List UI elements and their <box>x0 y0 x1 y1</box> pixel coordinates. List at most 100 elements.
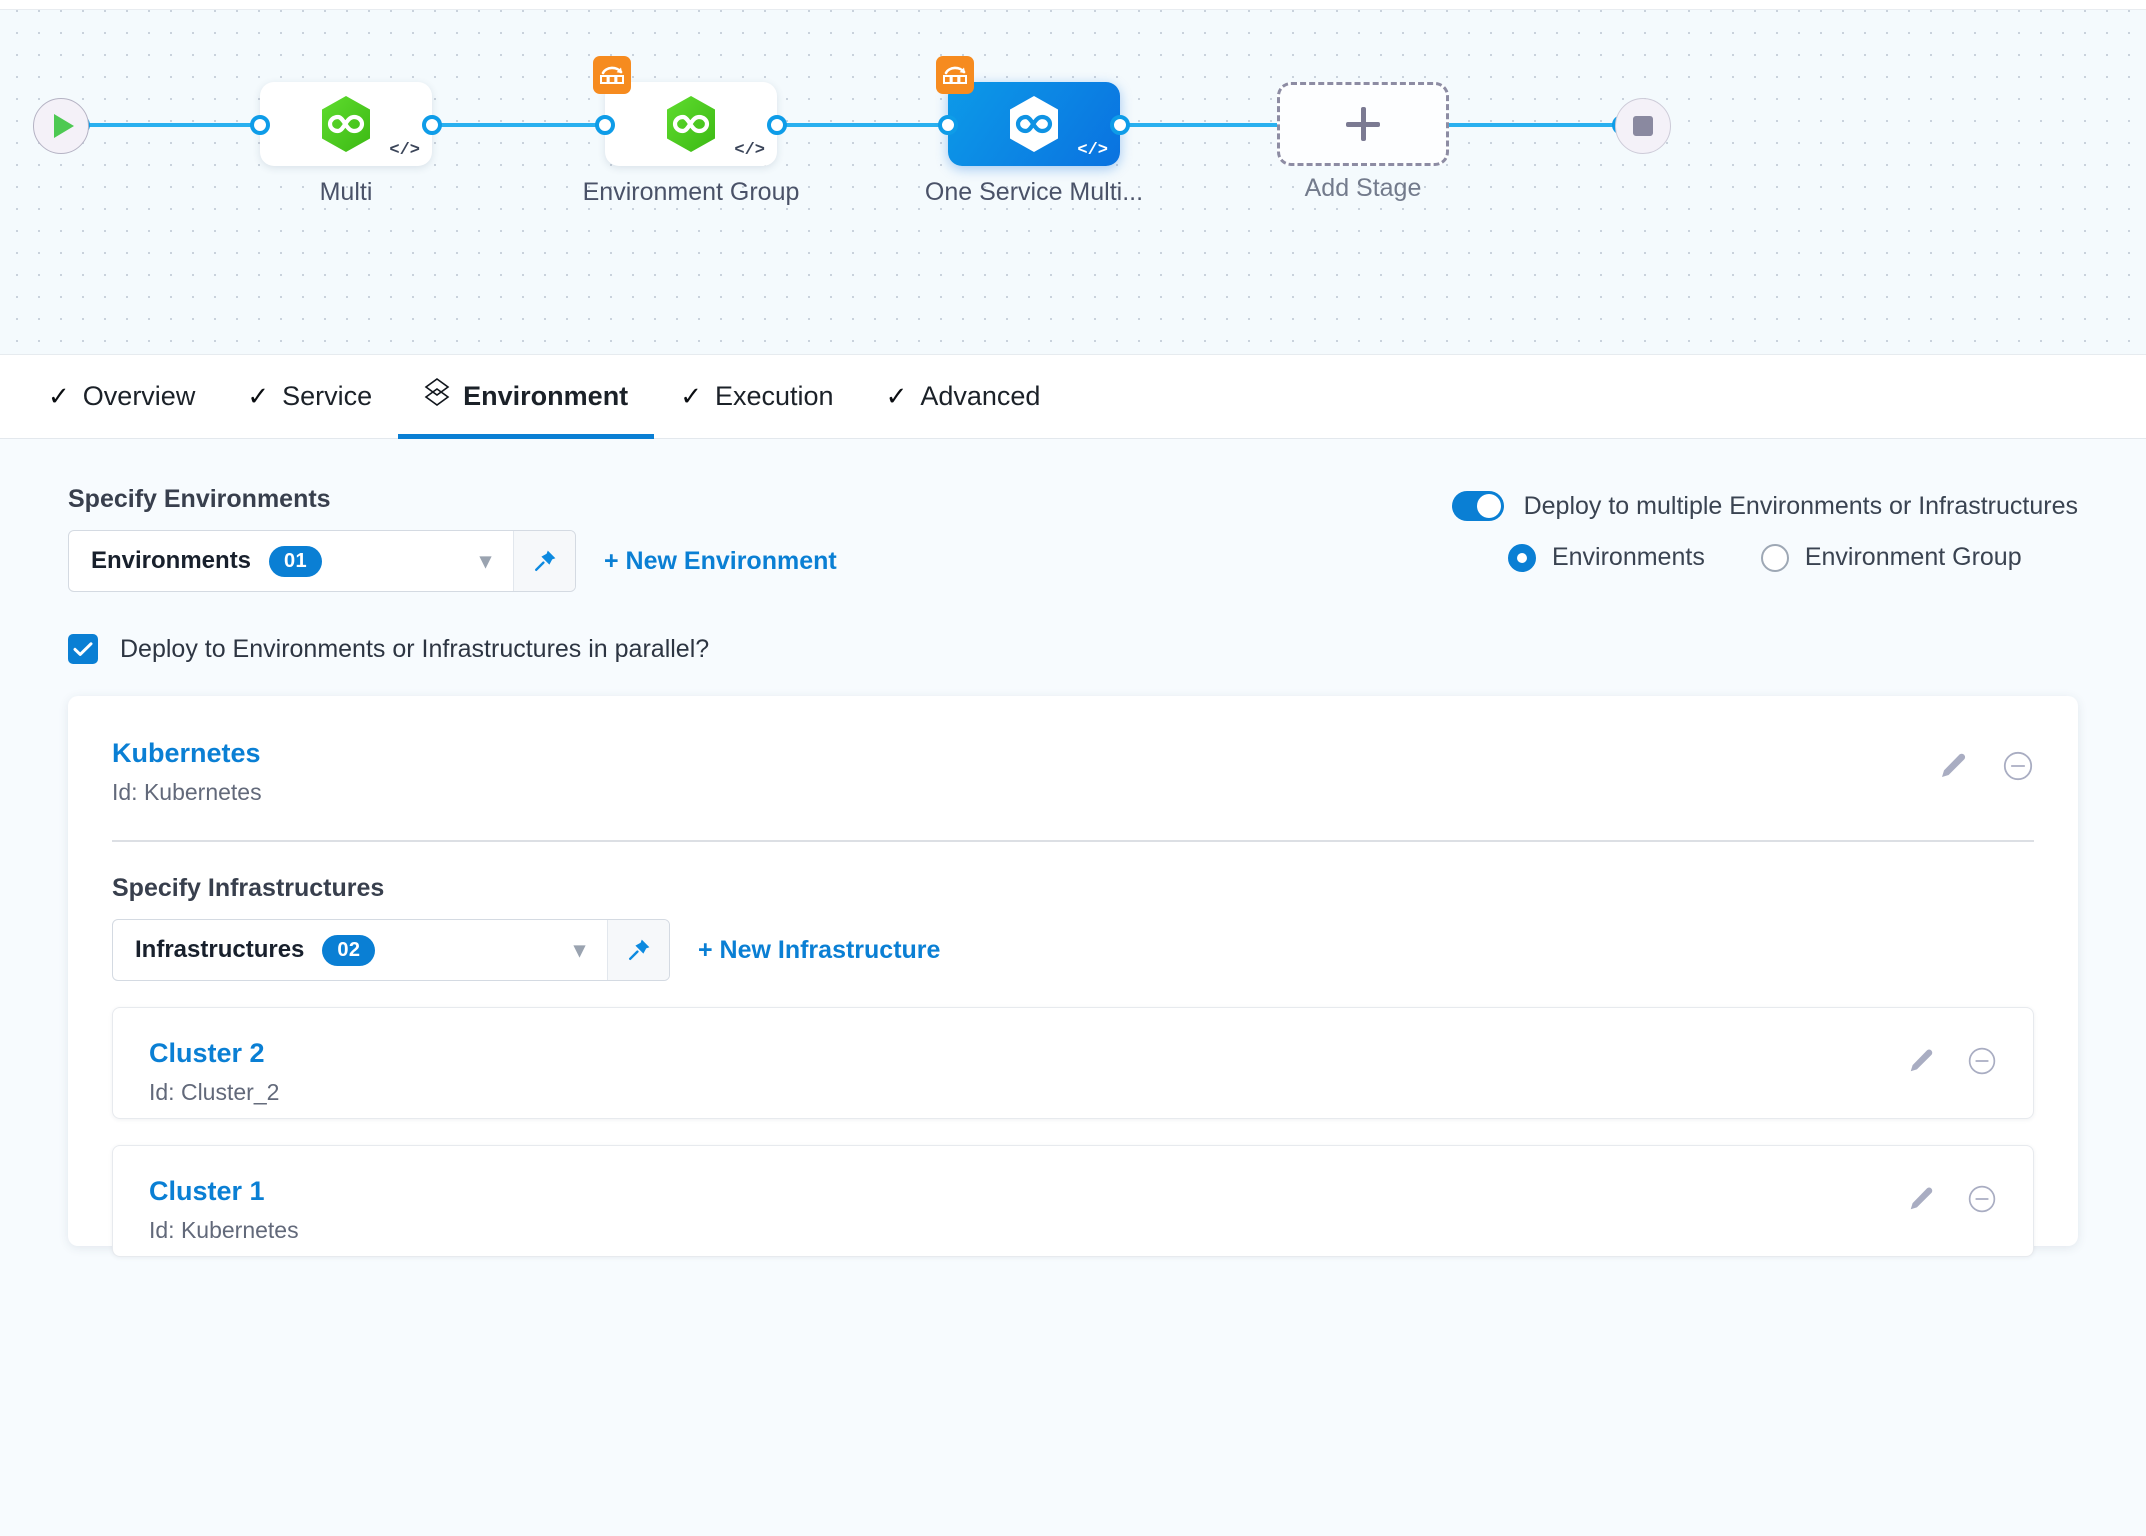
infrastructure-row-actions <box>1907 1176 1997 1214</box>
environment-card-actions <box>1938 738 2034 782</box>
infrastructure-name-link[interactable]: Cluster 2 <box>149 1038 265 1068</box>
code-icon: </> <box>1077 141 1108 160</box>
minus-circle-icon <box>1968 1047 1996 1075</box>
check-icon: ✓ <box>247 381 270 411</box>
pencil-icon <box>1910 1049 1933 1072</box>
new-environment-link[interactable]: + New Environment <box>604 546 837 575</box>
infrastructure-list: Cluster 2 Id: Cluster_2 <box>112 1007 2034 1257</box>
infrastructure-name-link[interactable]: Cluster 1 <box>149 1176 265 1206</box>
parallel-deploy-checkbox[interactable] <box>68 634 98 664</box>
wire-envgroup-to-oneservice <box>775 123 958 127</box>
wire-oneservice-to-addstage <box>1118 123 1288 127</box>
layers-icon <box>424 378 450 415</box>
remove-infrastructure-button[interactable] <box>1967 1184 1997 1214</box>
pipeline-canvas[interactable]: </> Multi </> Environment Group <box>0 10 2146 355</box>
infrastructure-id-text: Id: Cluster_2 <box>149 1079 280 1105</box>
pin-icon <box>628 939 649 960</box>
environments-count-badge: 01 <box>269 545 323 577</box>
remove-infrastructure-button[interactable] <box>1967 1046 1997 1076</box>
chevron-down-icon[interactable]: ▾ <box>573 937 585 962</box>
add-stage-button[interactable] <box>1277 82 1449 166</box>
edit-infrastructure-button[interactable] <box>1907 1185 1935 1213</box>
infrastructures-count-badge: 02 <box>322 934 376 966</box>
parallel-deploy-label: Deploy to Environments or Infrastructure… <box>120 634 710 663</box>
connector-dot-oneservice-left[interactable] <box>938 115 958 135</box>
environments-select-label: Environments <box>91 547 252 574</box>
tab-overview[interactable]: ✓ Overview <box>22 355 221 439</box>
stage-label-environment-group: Environment Group <box>582 178 800 206</box>
code-icon: </> <box>389 141 420 160</box>
pipeline-end-node[interactable] <box>1615 98 1671 154</box>
wire-addstage-to-end <box>1440 123 1630 127</box>
tab-label: Execution <box>714 381 834 411</box>
infrastructure-identity: Cluster 2 Id: Cluster_2 <box>149 1038 279 1106</box>
minus-circle-icon <box>1968 1185 1996 1213</box>
multi-deploy-toggle-label: Deploy to multiple Environments or Infra… <box>1523 491 2078 520</box>
infrastructure-row[interactable]: Cluster 1 Id: Kubernetes <box>112 1145 2034 1257</box>
environments-multiselect[interactable]: Environments 01 ▾ <box>68 530 576 592</box>
toggle-knob <box>1476 494 1501 518</box>
stage-label-one-service-multi: One Service Multi... <box>924 178 1144 206</box>
edit-environment-button[interactable] <box>1938 751 1968 781</box>
pin-icon <box>534 550 555 571</box>
connector-dot-oneservice-right[interactable] <box>1110 115 1130 135</box>
tab-label: Environment <box>463 381 629 411</box>
rollback-multi-badge-icon <box>593 56 631 94</box>
stage-node-one-service-multi[interactable]: </> <box>936 56 1120 166</box>
minus-circle-icon <box>2003 751 2033 781</box>
environment-card: Kubernetes Id: Kubernetes <box>68 696 2078 1257</box>
radio-environments[interactable]: Environments <box>1507 543 1705 572</box>
code-icon: </> <box>734 141 765 160</box>
connector-dot-envgroup-right[interactable] <box>767 115 787 135</box>
multi-deploy-toggle[interactable] <box>1451 491 1504 521</box>
chevron-down-icon[interactable]: ▾ <box>479 548 491 573</box>
tab-service[interactable]: ✓ Service <box>221 355 398 439</box>
tab-environment[interactable]: Environment <box>398 355 655 439</box>
environment-name-link[interactable]: Kubernetes <box>112 738 261 768</box>
cd-hexagon-icon <box>667 96 715 152</box>
rollback-multi-badge-icon <box>936 56 974 94</box>
parallel-deploy-row[interactable]: Deploy to Environments or Infrastructure… <box>68 634 2078 664</box>
stage-node-multi[interactable]: </> <box>260 82 432 166</box>
remove-environment-button[interactable] <box>2002 750 2034 782</box>
environments-field-row: Environments 01 ▾ + New Environment <box>68 530 837 592</box>
infrastructures-pin-button[interactable] <box>607 920 669 980</box>
new-infrastructure-link[interactable]: + New Infrastructure <box>698 935 941 964</box>
connector-dot-multi-left[interactable] <box>250 115 270 135</box>
infrastructure-id-text: Id: Kubernetes <box>149 1217 299 1243</box>
environment-id-text: Id: Kubernetes <box>112 779 262 805</box>
pencil-icon <box>1910 1187 1933 1210</box>
specify-environments-label: Specify Environments <box>68 485 331 513</box>
deploy-options-block: Deploy to multiple Environments or Infra… <box>1451 485 2078 592</box>
environments-header-row: Specify Environments Environments 01 ▾ <box>68 439 2078 592</box>
environment-identity: Kubernetes Id: Kubernetes <box>112 738 262 806</box>
pencil-icon <box>1942 753 1966 777</box>
edit-infrastructure-button[interactable] <box>1907 1047 1935 1075</box>
check-icon: ✓ <box>885 381 908 411</box>
infrastructures-select-value[interactable]: Infrastructures 02 ▾ <box>113 920 607 980</box>
radio-button-environment-group[interactable] <box>1760 543 1789 572</box>
add-stage-label: Add Stage <box>1304 174 1422 202</box>
stop-icon <box>1633 116 1653 136</box>
infrastructure-row[interactable]: Cluster 2 Id: Cluster_2 <box>112 1007 2034 1119</box>
radio-environment-group[interactable]: Environment Group <box>1760 543 2022 572</box>
tab-advanced[interactable]: ✓ Advanced <box>860 355 1067 439</box>
infrastructures-multiselect[interactable]: Infrastructures 02 ▾ <box>112 919 670 981</box>
cd-hexagon-icon <box>1010 96 1058 152</box>
environment-card-divider <box>112 840 2034 842</box>
environments-select-value[interactable]: Environments 01 ▾ <box>69 531 513 591</box>
stage-tab-bar: ✓ Overview ✓ Service Environment ✓ Execu… <box>0 355 2146 439</box>
connector-dot-multi-right[interactable] <box>422 115 442 135</box>
specify-environments-block: Specify Environments Environments 01 ▾ <box>68 485 837 592</box>
pipeline-start-node[interactable] <box>33 98 89 154</box>
stage-label-multi: Multi <box>319 178 373 206</box>
tab-execution[interactable]: ✓ Execution <box>654 355 859 439</box>
environments-pin-button[interactable] <box>513 531 575 591</box>
check-icon: ✓ <box>680 381 702 411</box>
check-icon <box>73 642 93 656</box>
connector-dot-envgroup-left[interactable] <box>595 115 615 135</box>
radio-button-environments[interactable] <box>1507 543 1536 572</box>
stage-node-environment-group[interactable]: </> <box>593 56 777 166</box>
infrastructures-field-row: Infrastructures 02 ▾ + New Infrastructur… <box>112 919 2034 981</box>
tab-label: Overview <box>82 381 196 411</box>
